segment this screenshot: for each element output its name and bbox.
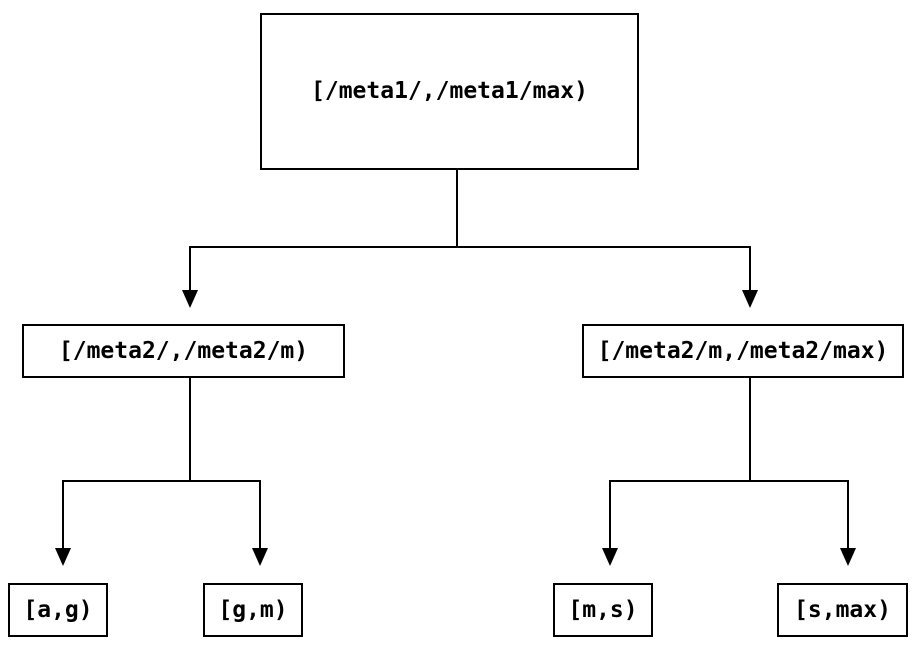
tree-node-leaf-gm-label: [g,m) bbox=[218, 596, 288, 623]
tree-node-leaf-ag-label: [a,g) bbox=[23, 596, 93, 623]
tree-node-mid-right-label: [/meta2/m,/meta2/max) bbox=[597, 337, 889, 364]
arrowhead-down-icon bbox=[252, 548, 268, 566]
tree-node-leaf-smax-label: [s,max) bbox=[794, 596, 891, 623]
tree-node-mid-right: [/meta2/m,/meta2/max) bbox=[582, 324, 904, 378]
arrowhead-down-icon bbox=[602, 548, 618, 566]
edge-mid-left-to-leaf-ag bbox=[55, 480, 71, 566]
arrowhead-down-icon bbox=[55, 548, 71, 566]
tree-node-root-label: [/meta1/,/meta1/max) bbox=[311, 78, 588, 104]
tree-node-leaf-ms: [m,s) bbox=[553, 583, 653, 637]
tree-node-leaf-smax: [s,max) bbox=[777, 583, 908, 637]
tree-node-root: [/meta1/,/meta1/max) bbox=[260, 13, 639, 170]
edge-mid-right-stem bbox=[609, 378, 849, 482]
tree-node-leaf-ms-label: [m,s) bbox=[568, 596, 638, 623]
edge-root-to-mid-left bbox=[182, 246, 198, 308]
arrowhead-down-icon bbox=[742, 290, 758, 308]
arrowhead-down-icon bbox=[840, 548, 856, 566]
tree-node-mid-left-label: [/meta2/,/meta2/m) bbox=[58, 337, 309, 364]
tree-node-leaf-ag: [a,g) bbox=[8, 583, 108, 637]
edge-mid-left-to-leaf-gm bbox=[252, 480, 268, 566]
edge-root-to-mid-right bbox=[742, 246, 758, 308]
arrowhead-down-icon bbox=[182, 290, 198, 308]
edge-root-stem bbox=[189, 170, 751, 248]
edge-mid-right-to-leaf-smax bbox=[840, 480, 856, 566]
tree-node-mid-left: [/meta2/,/meta2/m) bbox=[22, 324, 345, 378]
edge-mid-left-stem bbox=[62, 378, 261, 482]
edge-mid-right-to-leaf-ms bbox=[602, 480, 618, 566]
tree-node-leaf-gm: [g,m) bbox=[203, 583, 303, 637]
